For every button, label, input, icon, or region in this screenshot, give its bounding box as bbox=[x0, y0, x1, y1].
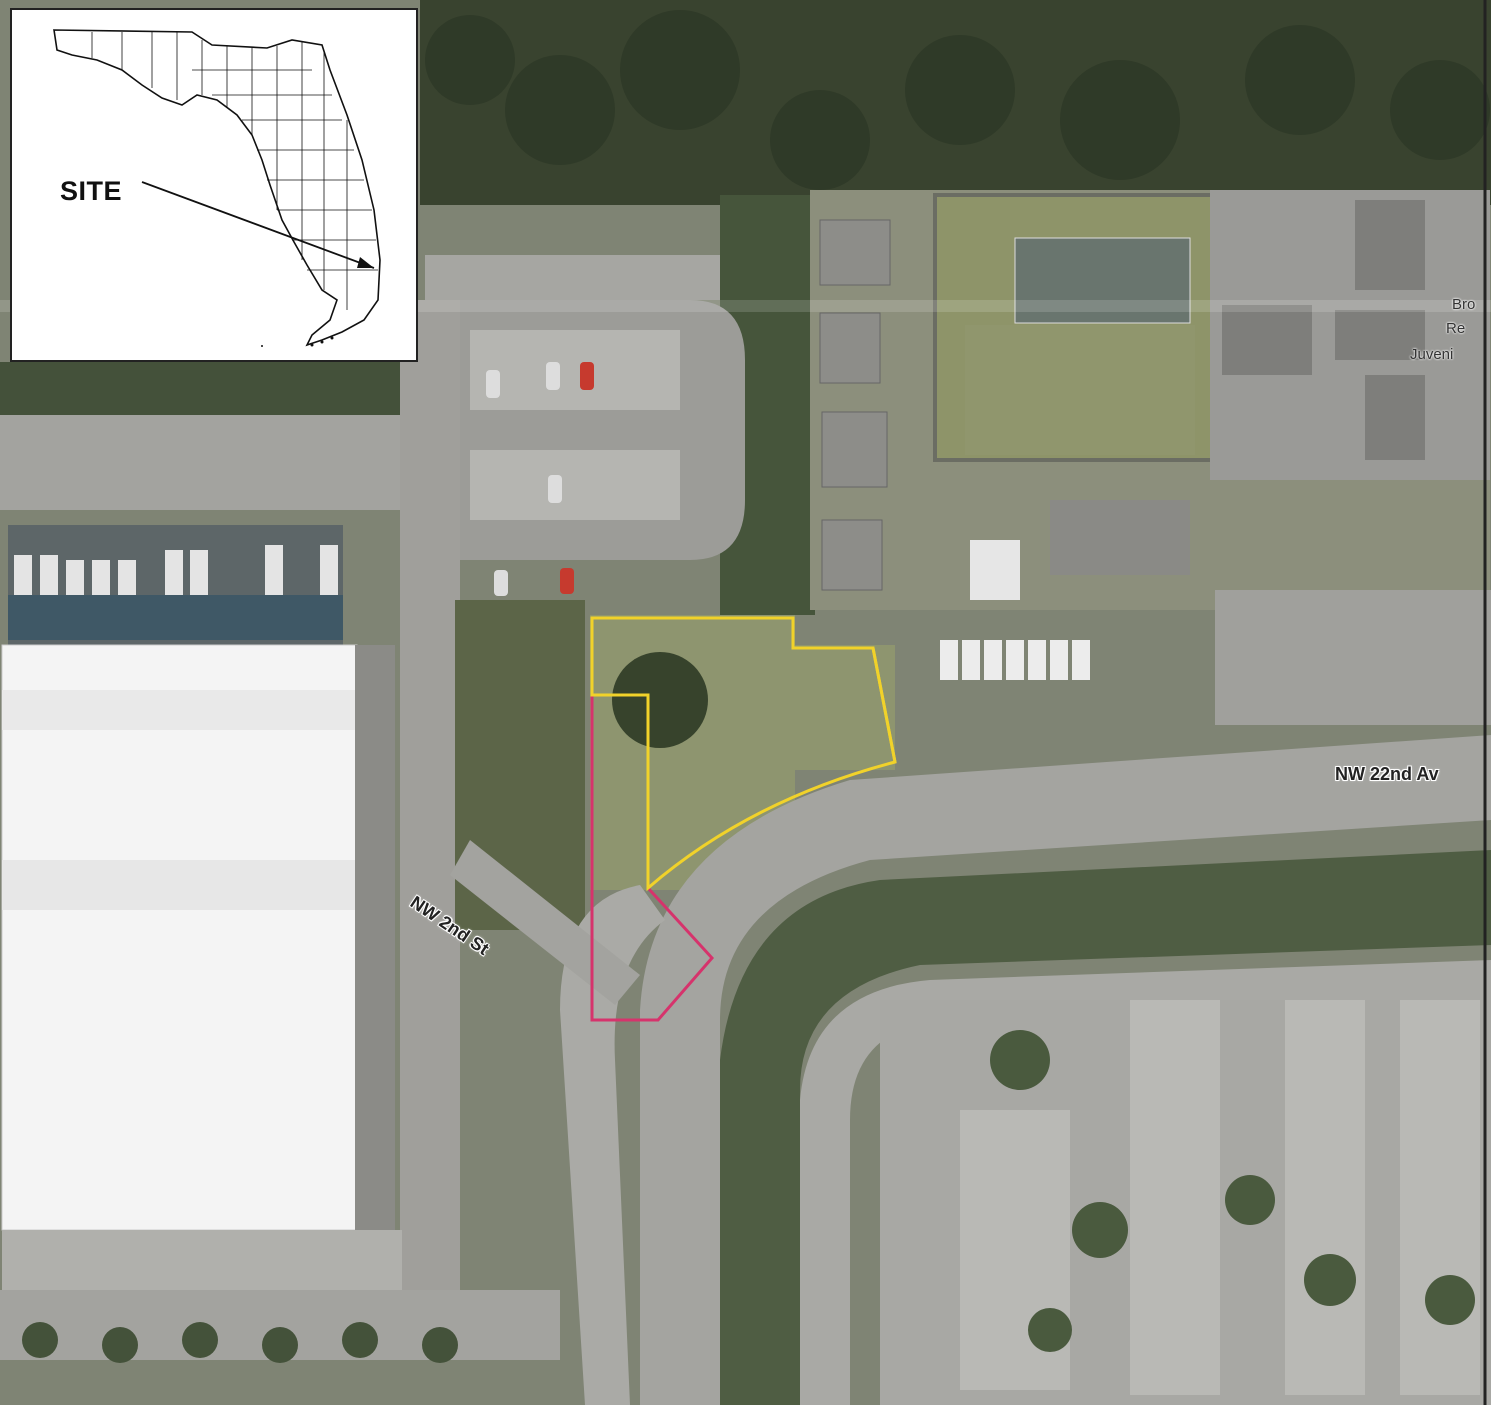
building-label-line-1: Bro bbox=[1452, 296, 1476, 313]
site-grass-east bbox=[795, 645, 895, 770]
parking-trees-south bbox=[990, 1030, 1475, 1352]
road-west-vertical bbox=[400, 300, 460, 1320]
basketball-court bbox=[1014, 237, 1191, 324]
building-label-line-2: Re bbox=[1446, 320, 1466, 337]
warehouse-roof-band bbox=[2, 690, 357, 730]
tree-strip-west bbox=[0, 362, 420, 417]
site-label: SITE bbox=[60, 176, 123, 206]
palm-row-south bbox=[22, 1322, 458, 1363]
warehouse-roof-band-2 bbox=[2, 860, 357, 910]
parked-buses bbox=[940, 640, 1090, 680]
parking-stalls-a bbox=[470, 330, 680, 410]
parking-north-row bbox=[425, 255, 720, 300]
keys-islands bbox=[261, 336, 334, 347]
inset-locator-map: SITE bbox=[10, 8, 418, 362]
parking-stalls-south bbox=[960, 1000, 1480, 1395]
site-boundary-yellow-outline bbox=[590, 616, 897, 892]
parking-stalls-b bbox=[470, 450, 680, 520]
cars-red bbox=[560, 362, 594, 594]
road-west-horizontal bbox=[0, 415, 420, 510]
road-nw-22nd-av bbox=[640, 735, 1491, 1405]
warehouse-parking-south bbox=[2, 1230, 402, 1290]
parking-east bbox=[1215, 590, 1491, 725]
street-label-nw-22nd-av: NW 22nd Av bbox=[1335, 764, 1439, 784]
warehouse-shadow bbox=[355, 645, 395, 1245]
facility-cottages bbox=[819, 219, 891, 591]
tree-clumps bbox=[425, 10, 1490, 190]
cars-white bbox=[486, 362, 562, 596]
florida-outline bbox=[53, 29, 381, 347]
median-trees bbox=[720, 850, 1491, 1405]
ramp-road bbox=[800, 960, 1491, 1405]
site-tree bbox=[612, 652, 708, 748]
facility-field bbox=[965, 325, 1195, 455]
truck-trailers bbox=[8, 525, 343, 645]
parcel-boundary-red bbox=[590, 695, 715, 1022]
site-pointer-line bbox=[141, 181, 375, 269]
facility-main-building bbox=[1210, 190, 1490, 480]
facility-shed bbox=[970, 540, 1020, 600]
building-label-line-3: Juveni bbox=[1410, 346, 1454, 363]
facility-building-small bbox=[1050, 500, 1190, 575]
site-pointer-arrowhead bbox=[357, 257, 374, 268]
road-nw-2nd-st bbox=[560, 885, 665, 1405]
warehouse-roof bbox=[1, 644, 358, 1231]
